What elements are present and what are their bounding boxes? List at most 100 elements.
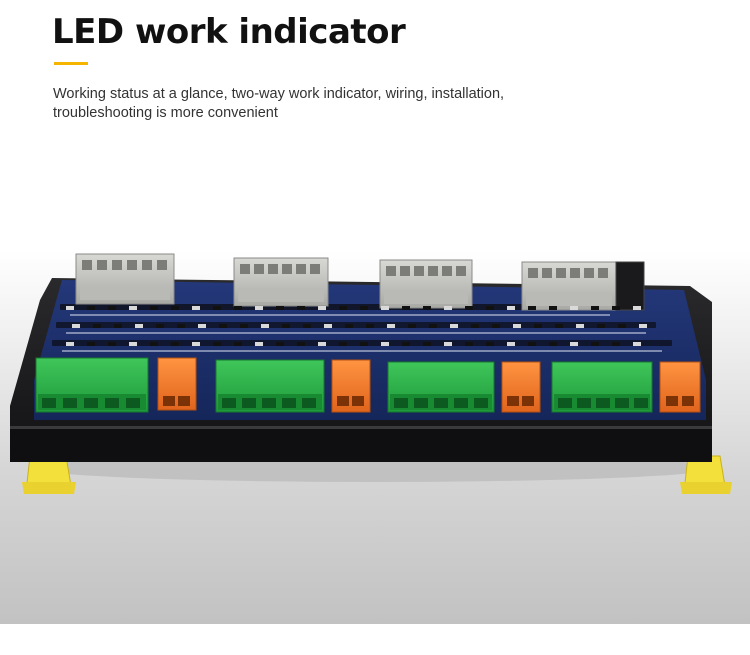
smd-component [639,324,647,328]
smd-component [255,306,263,310]
smd-component [282,324,290,328]
smd-component [570,342,578,346]
smd-component [171,306,179,310]
smd-component [576,324,584,328]
smd-component [486,342,494,346]
smd-component [192,342,200,346]
terminal-hole [666,396,678,406]
smd-component [549,306,557,310]
smd-component [612,306,620,310]
connector-screw [82,260,92,270]
connector-screw [310,264,320,274]
smd-component [240,324,248,328]
connector-screw [127,260,137,270]
terminal-hole [222,398,236,408]
terminal-hole [178,396,190,406]
smd-component [192,306,200,310]
smd-component [423,306,431,310]
smd-component [549,342,557,346]
smd-component [381,342,389,346]
terminal-hole [414,398,428,408]
din-clip-right [680,455,732,494]
smd-component [555,324,563,328]
bottom-margin [0,624,750,655]
smd-component [597,324,605,328]
smd-component [261,324,269,328]
smd-component [219,324,227,328]
smd-component [318,342,326,346]
smd-component [366,324,374,328]
terminal-hole [474,398,488,408]
smd-component [513,324,521,328]
smd-component [213,306,221,310]
smd-component [591,342,599,346]
terminal-hole [42,398,56,408]
smd-component [129,306,137,310]
terminal-hole [596,398,610,408]
terminal-hole [522,396,534,406]
terminal-hole [577,398,591,408]
smd-component [423,342,431,346]
smd-component [72,324,80,328]
terminal-hole [558,398,572,408]
smd-component [507,342,515,346]
connector-screw [240,264,250,274]
smd-component [465,306,473,310]
terminal-hole [434,398,448,408]
smd-component [633,342,641,346]
smd-component [618,324,626,328]
terminal-hole [282,398,296,408]
smd-component [213,342,221,346]
smd-component [135,324,143,328]
product-photo [10,253,732,494]
smd-component [87,342,95,346]
terminal-hole [126,398,140,408]
smd-component [156,324,164,328]
smd-component [297,342,305,346]
smd-component [402,306,410,310]
smd-component [570,306,578,310]
terminal-hole [634,398,648,408]
smd-component [612,342,620,346]
terminal-hole [262,398,276,408]
smd-component [360,306,368,310]
terminal-hole [163,396,175,406]
smd-component [114,324,122,328]
connector-screw [542,268,552,278]
connector-screw [282,264,292,274]
smd-component [429,324,437,328]
smd-component [486,306,494,310]
terminal-hole [302,398,316,408]
smd-component [339,306,347,310]
smd-component [150,342,158,346]
smd-component [492,324,500,328]
smd-component [534,324,542,328]
smd-component [324,324,332,328]
connector-screw [157,260,167,270]
smd-component [234,306,242,310]
page-title: LED work indicator [52,12,406,52]
connector-screw [528,268,538,278]
title-accent-bar [54,62,88,65]
connector-screw [442,266,452,276]
connector-screw [456,266,466,276]
smd-component [255,342,263,346]
smd-component [87,306,95,310]
smd-component [129,342,137,346]
smd-component [465,342,473,346]
black-power-connector [615,261,645,311]
smd-component [339,342,347,346]
terminal-hole [394,398,408,408]
connector-screw [570,268,580,278]
smd-component [198,324,206,328]
connector-screw [112,260,122,270]
connector-screw [254,264,264,274]
terminal-hole [454,398,468,408]
smd-component [108,342,116,346]
terminal-hole [682,396,694,406]
smd-component [276,342,284,346]
connector-screw [414,266,424,276]
smd-component [528,306,536,310]
smd-component [234,342,242,346]
din-clip-left [22,455,76,494]
